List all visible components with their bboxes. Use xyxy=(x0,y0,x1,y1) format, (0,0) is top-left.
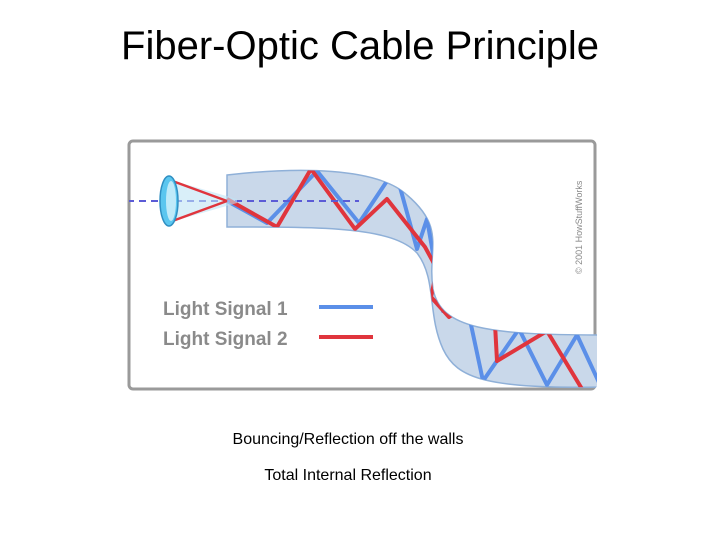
slide-title: Fiber-Optic Cable Principle xyxy=(121,24,599,68)
light-cone xyxy=(167,179,237,223)
fiber-optic-svg: Light Signal 1 Light Signal 2 © 2001 How… xyxy=(127,139,597,391)
light-source-highlight xyxy=(166,181,176,221)
legend-label-signal-1: Light Signal 1 xyxy=(163,299,288,320)
caption-total-internal-reflection: Total Internal Reflection xyxy=(264,467,432,484)
fiber-optic-diagram: Light Signal 1 Light Signal 2 © 2001 How… xyxy=(127,139,597,391)
copyright-credit: © 2001 HowStuffWorks xyxy=(574,180,584,274)
legend-label-signal-2: Light Signal 2 xyxy=(163,329,288,350)
fiber-cable xyxy=(226,169,597,388)
cone-edge-top xyxy=(166,177,228,203)
cone-edge-bottom xyxy=(166,199,228,225)
caption-reflection: Bouncing/Reflection off the walls xyxy=(232,431,464,448)
